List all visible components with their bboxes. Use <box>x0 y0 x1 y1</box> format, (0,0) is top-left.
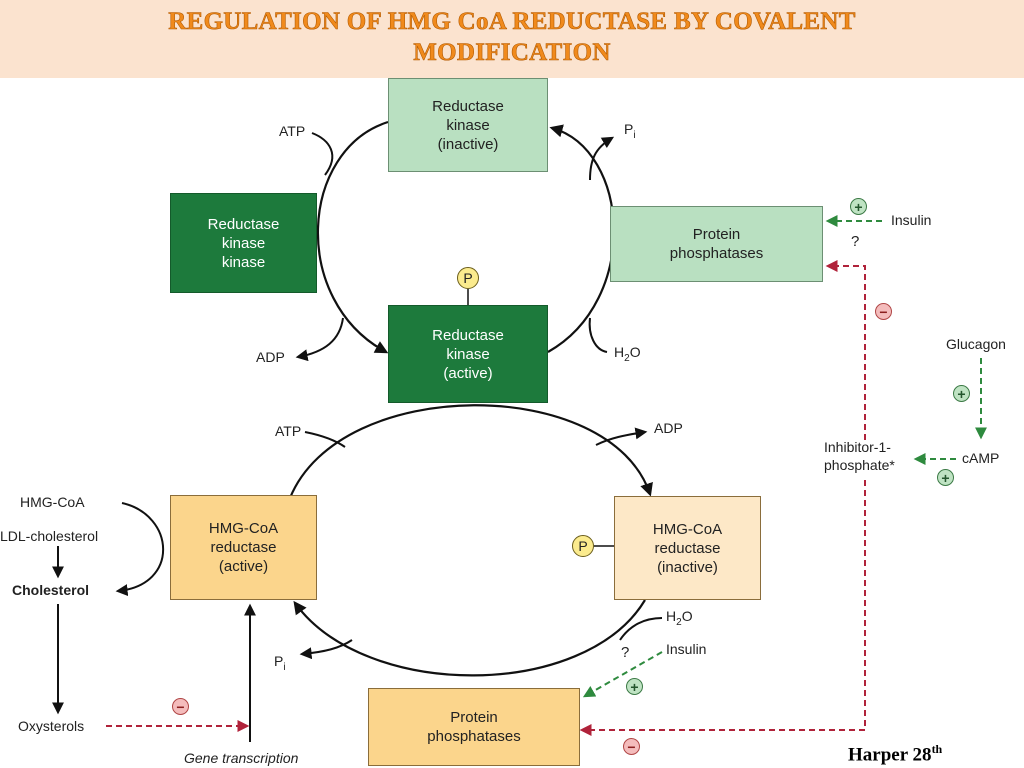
phosphate-marker-reductase: P <box>572 535 594 557</box>
atp-in-upper <box>311 132 334 176</box>
inhibitor-to-bottom-phosphatase <box>579 480 866 736</box>
h2o-label-upper: H2O <box>614 344 641 364</box>
inhibition-sign-bottom-phosphatase: − <box>623 738 640 755</box>
activation-sign-insulin-top: + <box>850 198 867 215</box>
adp-out-upper <box>295 317 344 362</box>
h2o-in-upper <box>588 317 608 353</box>
inhibition-sign-top-phosphatase: − <box>875 303 892 320</box>
atp-label-upper: ATP <box>279 123 306 139</box>
camp-label: cAMP <box>962 450 1000 466</box>
oxysterols-label: Oxysterols <box>18 718 85 734</box>
atp-label-lower: ATP <box>275 423 302 439</box>
inhibitor-to-top-phosphatase <box>825 260 866 440</box>
activation-sign-insulin-bottom: + <box>626 678 643 695</box>
activation-sign-glucagon: + <box>953 385 970 402</box>
upper-cycle-left-arc <box>316 120 389 354</box>
adp-label-lower: ADP <box>654 420 683 436</box>
source-credit: Harper 28th <box>848 742 943 766</box>
atp-in-lower <box>304 431 346 448</box>
pi-out-upper <box>589 136 615 181</box>
title-banner <box>0 0 1024 78</box>
h2o-label-lower: H2O <box>666 608 693 628</box>
gene-transcription-label: Gene transcription <box>184 750 299 766</box>
upper-cycle-right-arc <box>547 124 615 353</box>
pi-label-lower: Pi <box>274 653 286 673</box>
adp-label-upper: ADP <box>256 349 285 365</box>
inhibition-sign-oxysterols: − <box>172 698 189 715</box>
title-line-1: REGULATION OF HMG CoA REDUCTASE BY COVAL… <box>168 8 856 36</box>
pi-out-lower <box>299 639 353 660</box>
question-mark-top: ? <box>851 233 860 250</box>
ldl-cholesterol-label: LDL-cholesterol <box>0 528 99 544</box>
hmg-coa-to-cholesterol-arrow <box>115 502 165 597</box>
lower-cycle-bottom-arc <box>293 599 646 677</box>
insulin-activates-phosphatase-bottom <box>582 651 663 698</box>
page-title: REGULATION OF HMG CoA REDUCTASE BY COVAL… <box>0 6 1024 68</box>
insulin-label-top: Insulin <box>891 212 932 228</box>
glucagon-label: Glucagon <box>946 336 1006 352</box>
adp-out-lower <box>595 427 648 446</box>
cholesterol-label: Cholesterol <box>12 582 90 598</box>
activation-sign-camp: + <box>937 469 954 486</box>
question-mark-bottom: ? <box>621 644 630 661</box>
title-line-2: MODIFICATION <box>413 39 611 67</box>
insulin-label-bottom: Insulin <box>666 641 707 657</box>
pi-label-upper: Pi <box>624 121 636 141</box>
h2o-in-lower <box>619 617 663 641</box>
inhibitor-1-phosphate-label: Inhibitor-1-phosphate* <box>824 439 895 473</box>
hmg-coa-label: HMG-CoA <box>20 494 85 510</box>
lower-cycle-top-arc <box>288 404 653 499</box>
phosphate-marker-kinase: P <box>457 267 479 289</box>
